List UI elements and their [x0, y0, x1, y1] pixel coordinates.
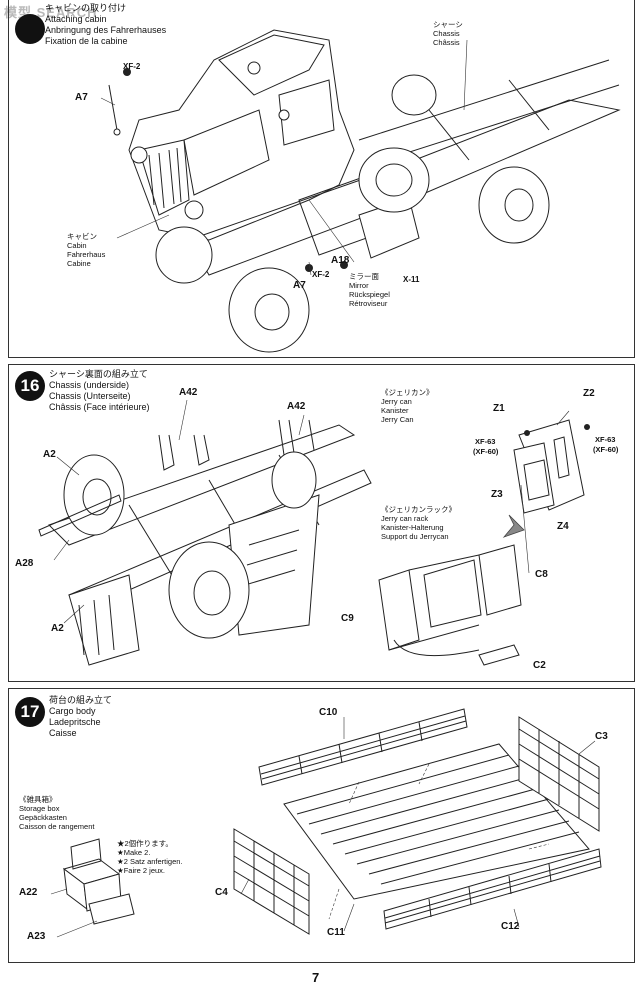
label-z1: Z1	[493, 403, 505, 414]
cargo-body-drawing	[50, 708, 602, 938]
label-a28: A28	[15, 558, 34, 569]
label-a22: A22	[19, 887, 38, 898]
page-number: 7	[312, 970, 320, 985]
make2-de: ★2 Satz anfertigen.	[117, 857, 183, 866]
step-15-panel: キャビンの取り付け Attaching cabin Anbringung des…	[8, 0, 635, 358]
jerry-can-caption: 《ジェリカン》 Jerry can Kanister Jerry Can	[381, 388, 434, 424]
chassis-underside-drawing	[38, 399, 590, 666]
title-jp: 荷台の組み立て	[49, 695, 113, 705]
label-c10: C10	[319, 707, 338, 718]
label-a2-bottom: A2	[51, 623, 64, 634]
step-16-title: シャーシ裏面の組み立て Chassis (underside) Chassis …	[49, 369, 150, 413]
cabin-assembly-drawing	[100, 29, 621, 353]
label-z4: Z4	[557, 521, 569, 532]
label-xf2-top: XF-2	[123, 62, 141, 71]
label-a2-top: A2	[43, 449, 56, 460]
step-17-badge: 17	[15, 697, 45, 727]
title-fr: Châssis (Face intérieure)	[49, 402, 150, 412]
jerry-rack-de: Kanister-Halterung	[381, 523, 444, 532]
title-en: Cargo body	[49, 706, 96, 716]
title-fr: Fixation de la cabine	[45, 36, 128, 46]
cabin-de: Fahrerhaus	[67, 250, 106, 259]
label-a23: A23	[27, 931, 46, 942]
title-jp: キャビンの取り付け	[45, 3, 127, 13]
label-a42-left: A42	[179, 387, 198, 398]
title-de: Anbringung des Fahrerhauses	[45, 25, 167, 35]
make2-fr: ★Faire 2 jeux.	[117, 866, 165, 875]
jerry-rack-fr: Support du Jerrycan	[381, 532, 449, 541]
mirror-fr: Rétroviseur	[349, 299, 388, 308]
cabin-en: Cabin	[67, 241, 87, 250]
label-a42-right: A42	[287, 401, 306, 412]
jerry-can-en: Jerry can	[381, 397, 412, 406]
step-17-panel: 17 荷台の組み立て Cargo body Ladepritsche Caiss…	[8, 688, 635, 963]
make2-jp: ★2個作ります。	[117, 839, 173, 848]
label-c11: C11	[327, 927, 345, 938]
step-15-title: キャビンの取り付け Attaching cabin Anbringung des…	[45, 3, 166, 47]
label-c4: C4	[215, 887, 228, 898]
title-en: Attaching cabin	[45, 14, 107, 24]
label-z3: Z3	[491, 489, 503, 500]
storage-fr: Caisson de rangement	[19, 822, 95, 831]
jerry-rack-jp: 《ジェリカンラック》	[381, 505, 456, 514]
label-z2: Z2	[583, 388, 595, 399]
title-jp: シャーシ裏面の組み立て	[49, 369, 148, 379]
storage-de: Gepäckkasten	[19, 813, 67, 822]
label-xf63-left: XF-63	[475, 437, 496, 446]
label-xf60-right: (XF-60)	[593, 445, 619, 454]
chassis-fr: Châssis	[433, 38, 460, 47]
label-c12: C12	[501, 921, 520, 932]
label-c8: C8	[535, 569, 548, 580]
label-xf60-left: (XF-60)	[473, 447, 499, 456]
mirror-caption: ミラー面 Mirror Rückspiegel Rétroviseur	[349, 272, 390, 308]
step-16-panel: 16 シャーシ裏面の組み立て Chassis (underside) Chass…	[8, 364, 635, 682]
label-c9: C9	[341, 613, 354, 624]
jerry-rack-caption: 《ジェリカンラック》 Jerry can rack Kanister-Halte…	[381, 505, 456, 541]
jerry-can-jp: 《ジェリカン》	[381, 388, 434, 397]
step-15-badge	[15, 14, 45, 44]
storage-jp: 《雑具箱》	[19, 795, 57, 804]
cabin-caption: キャビン Cabin Fahrerhaus Cabine	[67, 232, 105, 268]
storage-en: Storage box	[19, 804, 60, 813]
label-a7-top: A7	[75, 92, 88, 103]
jerry-can-fr: Jerry Can	[381, 415, 414, 424]
mirror-jp: ミラー面	[349, 272, 379, 281]
title-de: Ladepritsche	[49, 717, 101, 727]
label-x11: X-11	[403, 275, 420, 284]
label-c2: C2	[533, 660, 546, 671]
title-de: Chassis (Unterseite)	[49, 391, 131, 401]
make2-en: ★Make 2.	[117, 848, 151, 857]
jerry-rack-en: Jerry can rack	[381, 514, 429, 523]
make-two-note: ★2個作ります。 ★Make 2. ★2 Satz anfertigen. ★F…	[117, 839, 183, 875]
label-xf63-right: XF-63	[595, 435, 616, 444]
label-a18: A18	[331, 255, 350, 266]
step-16-badge: 16	[15, 371, 45, 401]
title-fr: Caisse	[49, 728, 77, 738]
chassis-caption: シャーシ Chassis Châssis	[433, 20, 463, 47]
jerry-can-de: Kanister	[381, 406, 409, 415]
chassis-jp: シャーシ	[433, 20, 463, 29]
title-en: Chassis (underside)	[49, 380, 130, 390]
label-a7-bottom: A7	[293, 280, 306, 291]
cabin-jp: キャビン	[67, 232, 97, 241]
mirror-de: Rückspiegel	[349, 290, 390, 299]
storage-box-caption: 《雑具箱》 Storage box Gepäckkasten Caisson d…	[19, 795, 94, 831]
step-17-title: 荷台の組み立て Cargo body Ladepritsche Caisse	[49, 695, 112, 739]
chassis-en: Chassis	[433, 29, 460, 38]
label-c3: C3	[595, 731, 608, 742]
mirror-en: Mirror	[349, 281, 369, 290]
cabin-fr: Cabine	[67, 259, 91, 268]
label-xf2-bottom: XF-2	[312, 270, 330, 279]
